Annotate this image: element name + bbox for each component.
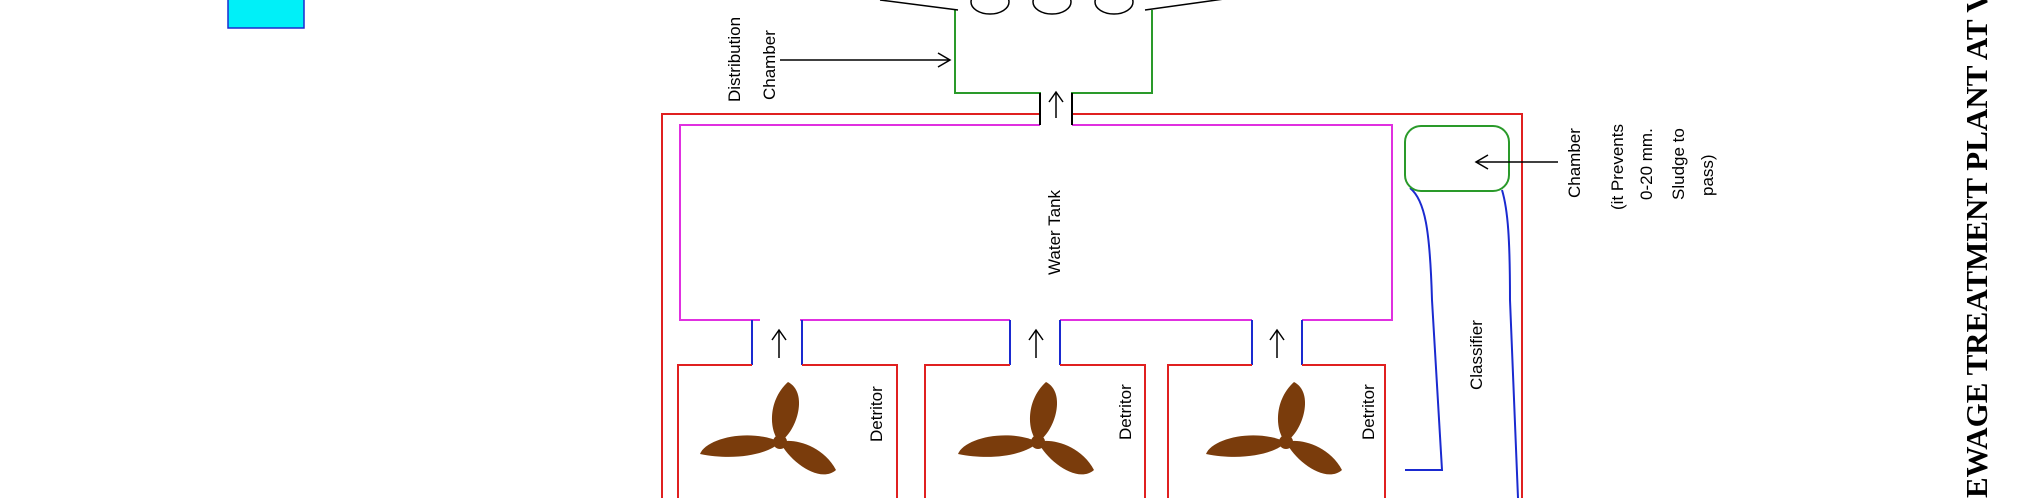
chamber — [1404, 125, 1510, 192]
detritor-box-3 — [1167, 364, 1386, 498]
impeller-icon — [1206, 382, 1342, 475]
distribution-chamber — [954, 10, 1153, 120]
arrow-up-icon — [1028, 328, 1044, 358]
detritor-pipes — [751, 320, 1303, 365]
detritor-label-3: Detritor — [1359, 384, 1378, 440]
distribution-outlets — [879, 0, 1223, 15]
chamber-label-line5: pass) — [1698, 154, 1717, 196]
impeller-icon — [958, 382, 1094, 475]
chamber-label-line3: 0-20 mm. — [1637, 128, 1656, 200]
classifier — [1405, 187, 1519, 498]
arrow-left-icon — [1474, 154, 1558, 170]
water-tank — [679, 124, 1393, 321]
page-title: EWAGE TREATMENT PLANT AT V — [1959, 0, 1994, 498]
distribution-label-line1: Distribution — [725, 17, 744, 102]
distribution-label-line2: Chamber — [760, 30, 779, 100]
classifier-label: Classifier — [1467, 320, 1486, 390]
chamber-label-line1: Chamber — [1565, 128, 1584, 198]
legend-swatch — [227, 0, 305, 29]
detritor-box-1 — [677, 364, 898, 498]
chamber-label-line4: Sludge to — [1669, 128, 1688, 200]
detritor-label-1: Detritor — [867, 386, 886, 442]
arrow-up-icon — [771, 328, 787, 358]
water-tank-label: Water Tank — [1045, 189, 1064, 275]
detritor-label-2: Detritor — [1116, 384, 1135, 440]
arrow-up-icon — [1269, 328, 1285, 358]
impeller-icon — [700, 382, 836, 475]
chamber-label-line2: (it Prevents — [1608, 124, 1627, 210]
detritor-box-2 — [924, 364, 1146, 498]
arrow-up-icon — [1048, 90, 1064, 118]
arrow-right-icon — [780, 52, 952, 68]
outlet-pipe — [1039, 93, 1073, 125]
